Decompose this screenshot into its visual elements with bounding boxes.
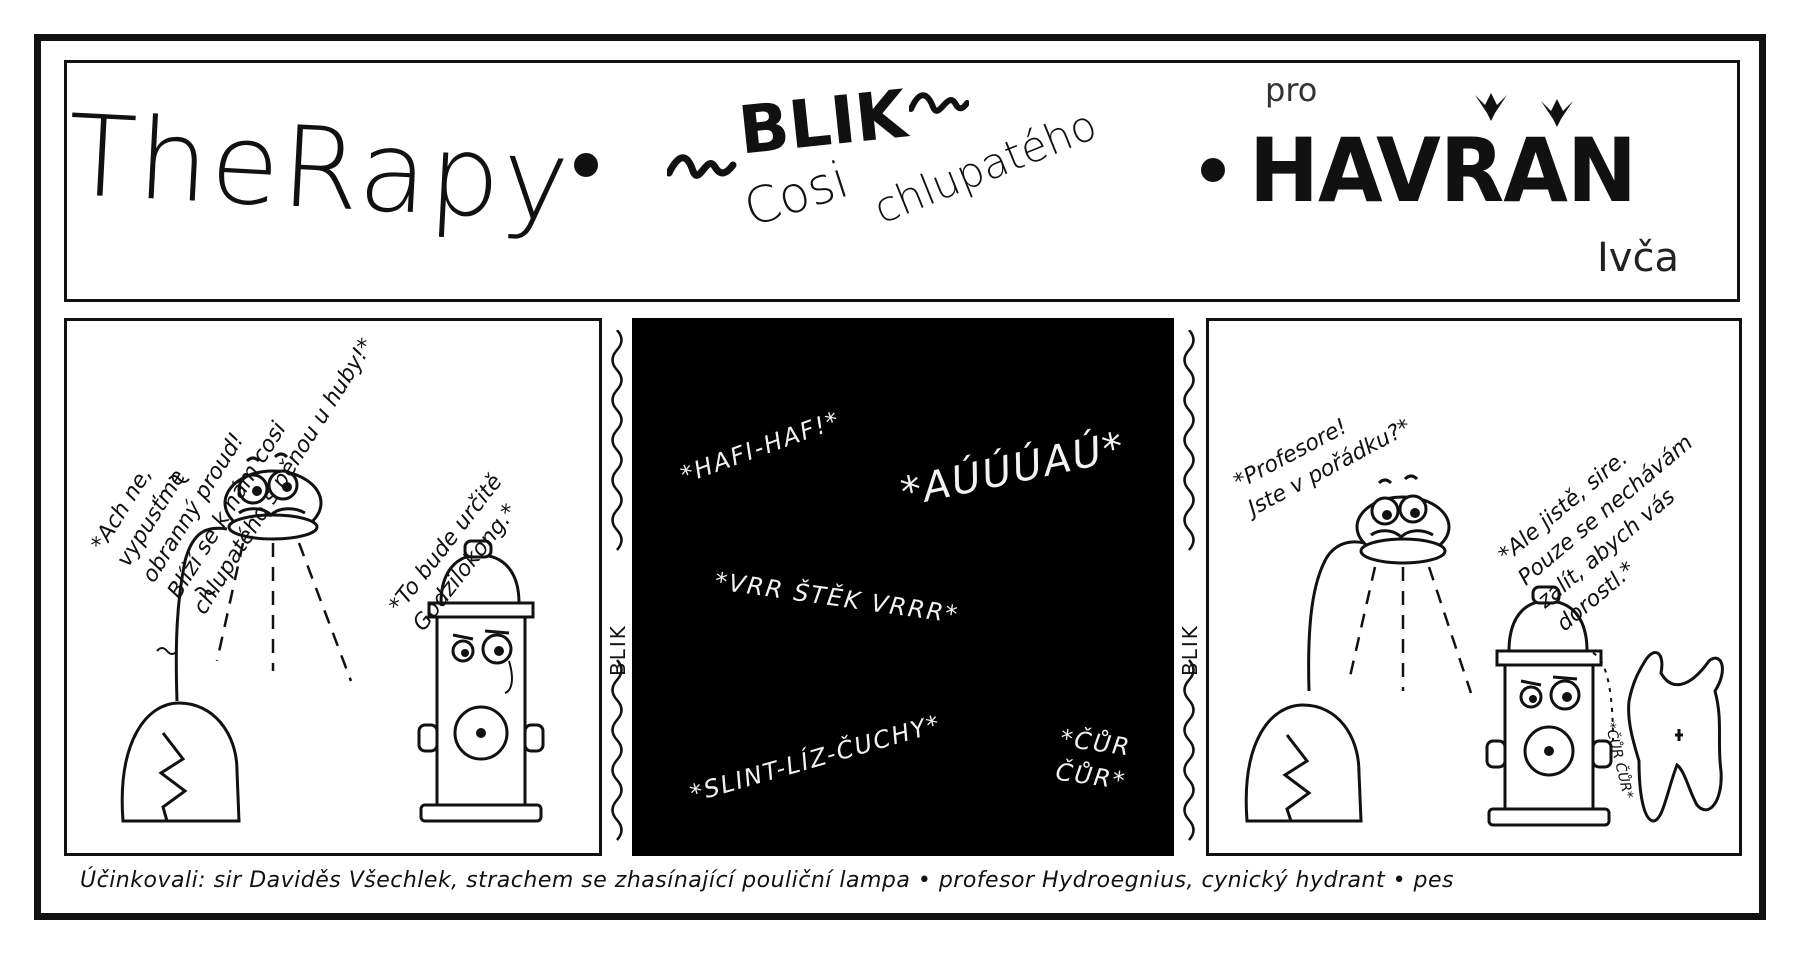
blik-squiggle-right bbox=[909, 92, 969, 114]
title-separator-dot-2 bbox=[1201, 158, 1225, 182]
comic-panel-2: *HAFI-HAF!* *AÚÚÚAÚ* *VRR ŠTĚK VRRR* *SL… bbox=[632, 318, 1174, 856]
comic-panel-3: *Profesore! Jste v pořádku?* *Ale jistě,… bbox=[1206, 318, 1742, 856]
sound-effect-vrr-stek: *VRR ŠTĚK VRRR* bbox=[713, 567, 961, 630]
pro-label: pro bbox=[1265, 71, 1318, 109]
credits-line: Účinkovali: sir Daviděs Všechlek, strach… bbox=[80, 868, 1454, 893]
sound-effect-hafi-haf: *HAFI-HAF!* bbox=[677, 405, 845, 490]
blik-wave-divider-right bbox=[1183, 330, 1195, 841]
sound-effect-auuuau: *AÚÚÚAÚ* bbox=[897, 423, 1130, 516]
raven-icon-2 bbox=[1541, 99, 1573, 127]
comic-panel-1: *Ach ne, vypusťme obranný proud! Blíží s… bbox=[64, 318, 602, 856]
comic-header: TheRapy BLIK Cosi chlupatého pro HAVRAN … bbox=[64, 60, 1740, 302]
brand-havran: HAVRAN bbox=[1249, 119, 1637, 222]
panel-3-drawing bbox=[1244, 474, 1724, 827]
sound-effect-cur-cur: *ČŮR ČŮR* bbox=[1053, 723, 1133, 796]
sound-effect-slint-liz-cuchy: *SLINT-LÍZ-ČUCHY* bbox=[687, 709, 945, 808]
comic-title: TheRapy bbox=[64, 91, 574, 248]
blik-label-right: BLIK bbox=[1178, 624, 1202, 676]
raven-icon-1 bbox=[1475, 93, 1507, 121]
blik-wave-divider-left bbox=[611, 330, 623, 841]
author-name: Ivča bbox=[1597, 235, 1679, 281]
panel-1-drawing bbox=[120, 452, 545, 823]
blik-label-left: BLIK bbox=[606, 624, 630, 676]
blik-squiggle-left bbox=[667, 154, 737, 179]
title-separator-dot-1 bbox=[574, 153, 598, 177]
